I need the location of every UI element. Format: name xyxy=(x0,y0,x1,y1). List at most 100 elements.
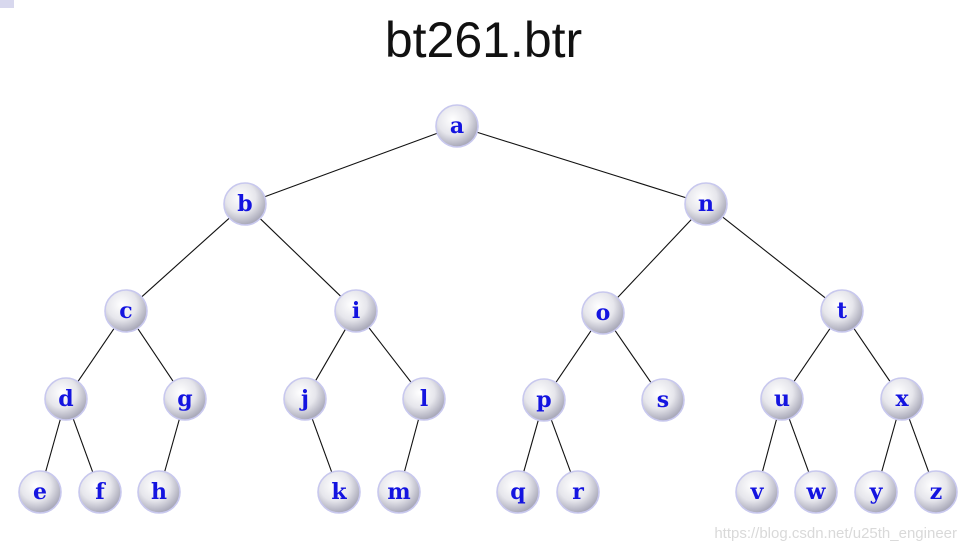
node-circle xyxy=(317,470,361,514)
edge-c-g xyxy=(137,328,174,382)
edge-p-q xyxy=(523,420,539,472)
tree-node-i: i xyxy=(334,289,378,333)
tree-node-y: y xyxy=(854,470,898,514)
edge-t-u xyxy=(793,328,831,382)
node-circle xyxy=(735,470,779,514)
tree-node-p: p xyxy=(522,378,566,422)
edge-i-j xyxy=(315,328,346,382)
node-circle xyxy=(402,377,446,421)
edge-b-c xyxy=(141,217,230,298)
node-circle xyxy=(880,377,924,421)
tree-node-o: o xyxy=(581,291,625,335)
node-label: f xyxy=(95,479,106,505)
tree-node-n: n xyxy=(684,182,728,226)
edge-g-h xyxy=(164,419,180,472)
node-label: t xyxy=(837,298,848,324)
node-circle xyxy=(641,378,685,422)
node-label: x xyxy=(895,386,909,412)
node-label: j xyxy=(299,386,309,412)
tree-node-k: k xyxy=(317,470,361,514)
node-label: k xyxy=(331,479,347,505)
tree-node-h: h xyxy=(137,470,181,514)
tree-node-q: q xyxy=(496,470,540,514)
node-circle xyxy=(760,377,804,421)
edge-a-n xyxy=(476,131,687,199)
node-label: n xyxy=(698,191,714,217)
node-label: p xyxy=(536,387,551,413)
edge-d-e xyxy=(45,419,61,472)
node-label: u xyxy=(774,386,790,412)
edge-a-b xyxy=(264,132,438,198)
diagram-title: bt261.btr xyxy=(384,12,583,68)
edge-i-l xyxy=(368,327,412,383)
node-label: c xyxy=(119,298,132,324)
edge-p-r xyxy=(550,419,572,473)
tree-node-x: x xyxy=(880,377,924,421)
node-circle xyxy=(496,470,540,514)
tree-node-l: l xyxy=(402,377,446,421)
edge-d-f xyxy=(72,418,94,473)
tree-node-z: z xyxy=(914,470,958,514)
tree-node-j: j xyxy=(283,377,327,421)
node-circle xyxy=(522,378,566,422)
node-label: y xyxy=(869,479,884,505)
watermark: https://blog.csdn.net/u25th_engineer xyxy=(714,525,957,542)
tree-node-g: g xyxy=(163,377,207,421)
node-circle xyxy=(334,289,378,333)
node-circle xyxy=(820,289,864,333)
edge-t-x xyxy=(853,328,891,382)
node-label: d xyxy=(58,386,73,412)
tree-node-m: m xyxy=(377,470,421,514)
edge-b-i xyxy=(259,218,342,297)
node-label: i xyxy=(352,298,360,324)
node-label: w xyxy=(806,479,827,505)
node-label: b xyxy=(237,191,252,217)
tree-node-e: e xyxy=(18,470,62,514)
corner-mark xyxy=(0,0,14,8)
node-circle xyxy=(854,470,898,514)
tree-node-w: w xyxy=(794,470,838,514)
tree-node-a: a xyxy=(435,104,479,148)
edge-u-v xyxy=(761,419,778,472)
tree-node-v: v xyxy=(735,470,779,514)
edge-c-d xyxy=(77,328,115,382)
node-circle xyxy=(163,377,207,421)
tree-node-r: r xyxy=(556,470,600,514)
node-label: l xyxy=(420,386,428,412)
node-label: h xyxy=(151,479,167,505)
edge-x-y xyxy=(881,419,897,472)
node-circle xyxy=(435,104,479,148)
edge-l-m xyxy=(403,419,420,472)
node-circle xyxy=(104,289,148,333)
tree-node-s: s xyxy=(641,378,685,422)
edge-n-t xyxy=(722,216,826,299)
node-circle xyxy=(78,470,122,514)
node-circle xyxy=(137,470,181,514)
node-circle xyxy=(556,470,600,514)
node-label: a xyxy=(450,113,464,139)
node-circle xyxy=(283,377,327,421)
edge-u-w xyxy=(788,418,810,473)
tree-node-t: t xyxy=(820,289,864,333)
tree-node-f: f xyxy=(78,470,122,514)
edges-layer xyxy=(45,131,930,473)
node-label: q xyxy=(510,479,525,505)
edge-x-z xyxy=(908,418,930,473)
node-circle xyxy=(223,182,267,226)
node-label: m xyxy=(387,479,410,505)
edge-o-p xyxy=(555,330,592,383)
node-circle xyxy=(914,470,958,514)
node-label: o xyxy=(596,300,611,326)
node-circle xyxy=(44,377,88,421)
nodes-layer: a b n c i o t d g j l p s u x e f h k m q r v w y z xyxy=(18,104,958,514)
node-label: v xyxy=(750,479,765,505)
node-circle xyxy=(18,470,62,514)
edge-o-s xyxy=(614,329,652,384)
node-circle xyxy=(684,182,728,226)
edge-n-o xyxy=(617,218,692,299)
node-label: g xyxy=(177,386,192,412)
tree-node-c: c xyxy=(104,289,148,333)
node-label: z xyxy=(930,479,943,505)
tree-node-b: b xyxy=(223,182,267,226)
